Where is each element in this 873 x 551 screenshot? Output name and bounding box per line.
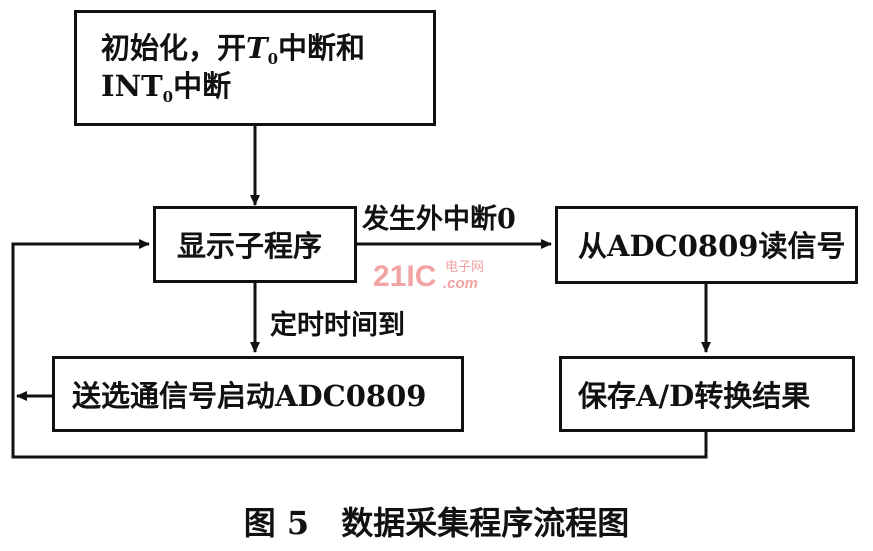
init-line-2: INT0中断 bbox=[101, 69, 231, 106]
display-box-label: 显示子程序 bbox=[177, 229, 323, 263]
read-box: 从ADC0809读信号 bbox=[555, 206, 858, 284]
save-box: 保存A/D转换结果 bbox=[559, 356, 855, 432]
init-int-subscript: 0 bbox=[162, 88, 174, 106]
init-line-1: 初始化，开T0中断和 bbox=[101, 31, 365, 68]
save-box-label: 保存A/D转换结果 bbox=[578, 379, 811, 413]
figure-caption: 图 5 数据采集程序流程图 bbox=[243, 504, 630, 542]
watermark-logo: 21IC 电子网 .com bbox=[373, 260, 484, 293]
init-line-1-suffix: 中断和 bbox=[278, 31, 366, 65]
init-line-1-prefix: 初始化，开 bbox=[101, 31, 247, 65]
init-line-2-suffix: 中断 bbox=[173, 69, 232, 103]
edge-label-timer-up: 定时时间到 bbox=[270, 310, 405, 341]
watermark-number: 21IC bbox=[373, 260, 437, 293]
init-line-2-prefix: INT bbox=[101, 69, 163, 103]
display-box: 显示子程序 bbox=[153, 206, 357, 283]
init-timer-subscript: 0 bbox=[267, 50, 279, 68]
read-box-label: 从ADC0809读信号 bbox=[578, 229, 846, 263]
watermark-top: 电子网 bbox=[445, 260, 485, 275]
send-box: 送选通信号启动ADC0809 bbox=[52, 356, 464, 432]
watermark-bottom: .com bbox=[443, 275, 479, 292]
loop-line-save-to-display bbox=[11, 239, 708, 459]
send-box-label: 送选通信号启动ADC0809 bbox=[72, 379, 427, 413]
edge-label-external-interrupt: 发生外中断0 bbox=[362, 204, 516, 235]
init-box: 初始化，开T0中断和 INT0中断 bbox=[74, 10, 436, 126]
init-timer-variable: T bbox=[246, 31, 268, 65]
